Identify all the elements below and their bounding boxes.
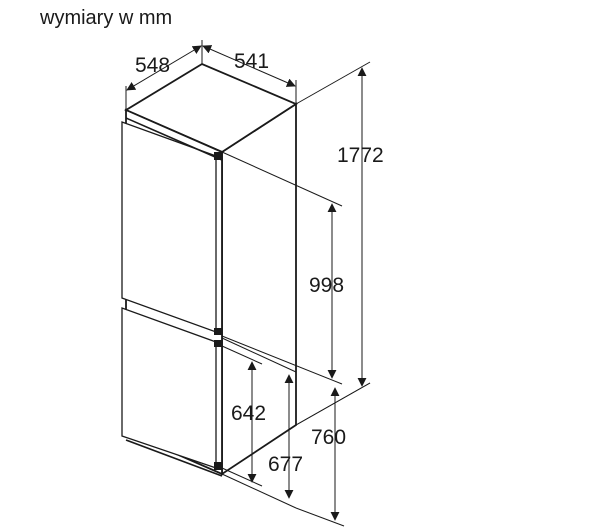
appliance-body — [121, 62, 298, 477]
depth-label: 548 — [135, 54, 170, 77]
units-caption: wymiary w mm — [39, 7, 172, 29]
upper-door-panel — [121, 121, 217, 333]
upper-section-label: 998 — [309, 274, 344, 297]
lower-total-label: 760 — [311, 426, 346, 449]
top-dimension-lines — [125, 40, 297, 110]
lower-section-dimension — [221, 337, 297, 509]
lower-door-dimension — [221, 345, 263, 487]
upper-hinge — [214, 152, 222, 160]
upper-section-dimension — [221, 151, 343, 385]
lower-total-dimension — [295, 382, 371, 527]
middle-hinge-lower — [214, 340, 222, 347]
lower-hinge — [214, 462, 222, 470]
lower-door-label: 642 — [231, 402, 266, 425]
width-label: 541 — [234, 50, 269, 73]
middle-hinge-upper — [214, 328, 222, 335]
height-label: 1772 — [337, 144, 384, 167]
lower-section-label: 677 — [268, 453, 303, 476]
